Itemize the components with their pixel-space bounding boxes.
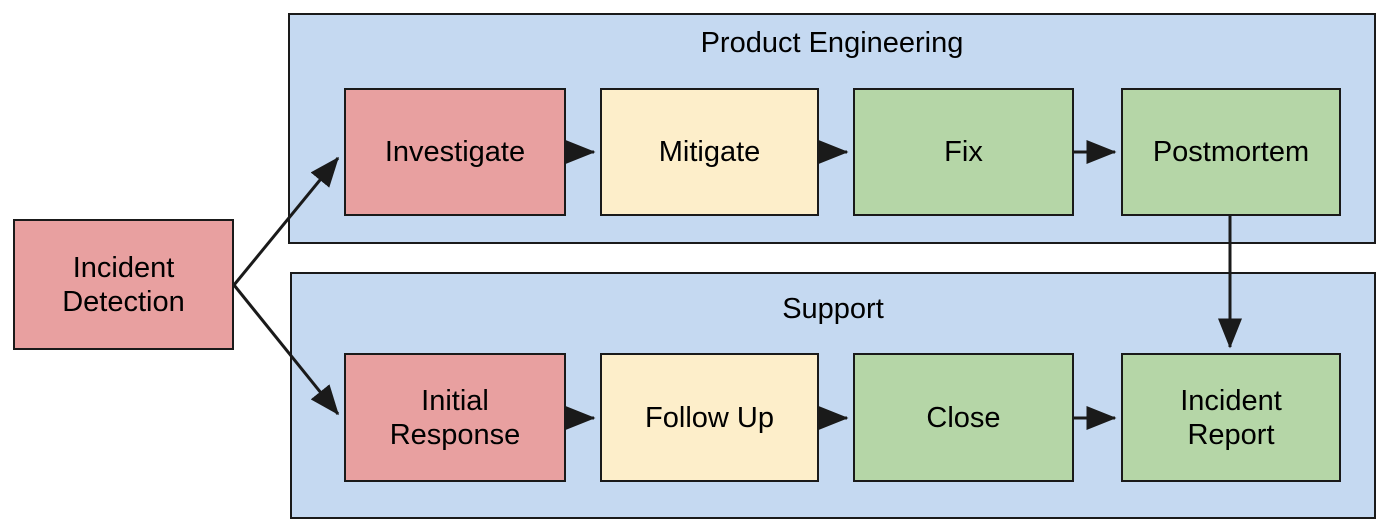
node-incident-detection[interactable]: Incident Detection [13,219,234,350]
node-mitigate[interactable]: Mitigate [600,88,819,216]
swimlane-title-product-engineering: Product Engineering [700,27,964,59]
node-postmortem[interactable]: Postmortem [1121,88,1341,216]
node-initial-response[interactable]: Initial Response [344,353,566,482]
node-incident-report[interactable]: Incident Report [1121,353,1341,482]
node-close[interactable]: Close [853,353,1074,482]
node-fix[interactable]: Fix [853,88,1074,216]
node-follow-up[interactable]: Follow Up [600,353,819,482]
swimlane-title-support: Support [782,293,884,325]
node-investigate[interactable]: Investigate [344,88,566,216]
